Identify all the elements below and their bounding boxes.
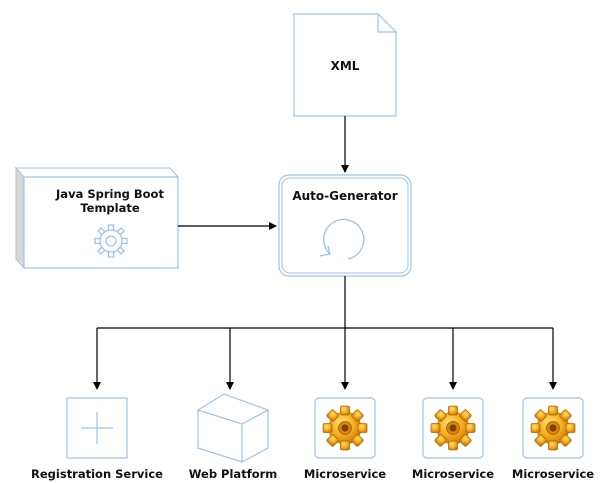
output-label: Registration Service xyxy=(31,467,163,481)
gear-icon xyxy=(322,405,368,451)
cycle-arrow-icon xyxy=(319,218,365,260)
microservice-node-2: Microservice xyxy=(412,397,494,481)
output-label: Microservice xyxy=(512,467,594,481)
plus-square-icon xyxy=(66,397,128,459)
template-node: Java Spring Boot Template xyxy=(14,166,180,270)
web-platform-node: Web Platform xyxy=(189,393,278,481)
auto-generator-label: Auto-Generator xyxy=(292,189,397,203)
gear-icon xyxy=(530,405,576,451)
gear-icon xyxy=(430,405,476,451)
gears-icon xyxy=(94,224,128,258)
microservice-node-3: Microservice xyxy=(512,397,594,481)
connectors xyxy=(93,116,557,390)
template-label-line1: Java Spring Boot xyxy=(55,187,164,201)
microservice-node-1: Microservice xyxy=(304,397,386,481)
document-icon xyxy=(293,13,397,117)
output-label: Microservice xyxy=(304,467,386,481)
xml-label: XML xyxy=(331,59,360,73)
template-label-line2: Template xyxy=(80,201,140,215)
auto-generator-node: Auto-Generator xyxy=(278,174,412,277)
output-label: Microservice xyxy=(412,467,494,481)
output-label: Web Platform xyxy=(189,467,278,481)
xml-node: XML xyxy=(293,13,397,117)
cube-icon xyxy=(197,393,269,463)
registration-service-node: Registration Service xyxy=(31,397,163,481)
